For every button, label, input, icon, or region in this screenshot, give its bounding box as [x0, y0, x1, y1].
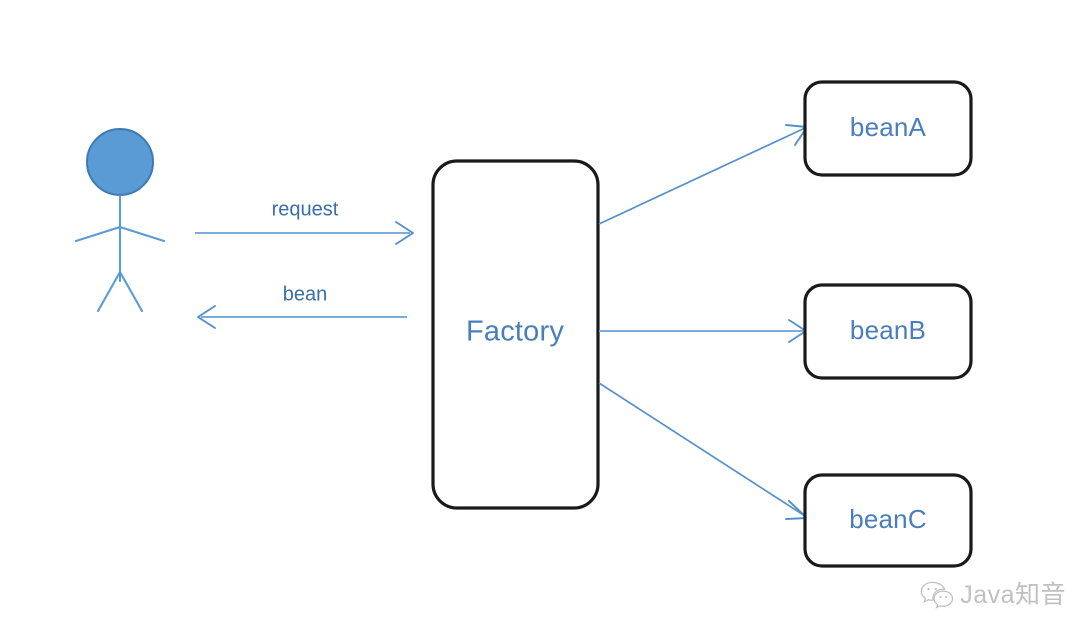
actor-arm-left	[74, 225, 122, 243]
watermark: Java知音	[920, 580, 1066, 610]
edge-factory-beanA	[598, 124, 808, 225]
beanA-box[interactable]	[803, 80, 973, 177]
node-beanA[interactable]: beanA	[803, 80, 973, 177]
edge-factory-beanC-line	[598, 382, 806, 517]
edge-bean: bean	[197, 283, 407, 329]
edge-bean-label: bean	[283, 283, 328, 305]
beanC-box[interactable]	[803, 473, 973, 568]
edge-bean-arrowhead-icon	[197, 305, 216, 329]
factory-label: Factory	[466, 316, 564, 348]
edge-request-label: request	[272, 198, 339, 220]
beanB-box[interactable]	[803, 283, 973, 380]
edge-factory-beanA-line	[598, 127, 806, 225]
edge-request-arrowhead-icon	[395, 221, 414, 245]
wechat-logo-icon	[920, 581, 954, 609]
beanC-label: beanC	[849, 504, 927, 534]
client-actor	[74, 128, 166, 313]
edge-factory-beanB	[599, 319, 807, 343]
beanB-label: beanB	[850, 315, 926, 345]
actor-leg-right	[118, 270, 144, 313]
factory-box[interactable]	[431, 159, 600, 510]
edge-factory-beanC	[598, 382, 808, 520]
actor-head-icon	[86, 128, 154, 196]
node-beanC[interactable]: beanC	[803, 473, 973, 568]
actor-leg-left	[96, 270, 122, 313]
beanA-label: beanA	[850, 112, 927, 142]
actor-arm-right	[118, 225, 166, 243]
node-beanB[interactable]: beanB	[803, 283, 973, 380]
edge-request: request	[195, 198, 414, 245]
node-factory[interactable]: Factory	[431, 159, 600, 510]
watermark-text: Java知音	[960, 580, 1066, 609]
